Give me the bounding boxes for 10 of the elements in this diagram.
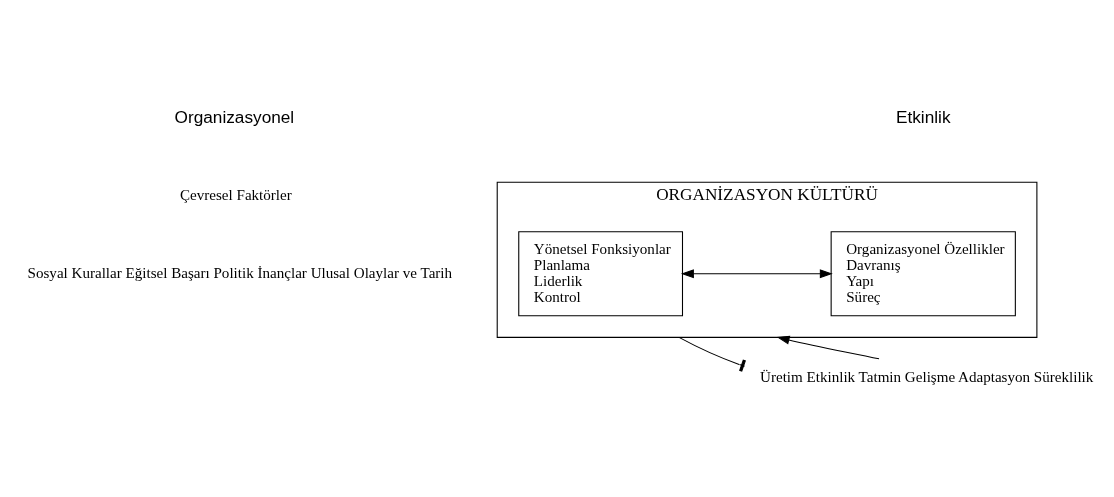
connector bbox=[678, 336, 746, 372]
node-box: Yönetsel Fonksiyonlar Planlama Liderlik Kontrol bbox=[518, 231, 684, 317]
node-box: Organizasyonel Özellikler Davranış Yapı Süreç bbox=[830, 231, 1016, 317]
label: Organizasyonel bbox=[174, 106, 295, 127]
node-text: Çevresel Faktörler bbox=[179, 187, 292, 204]
label: Etkinlik bbox=[895, 106, 951, 127]
node-text: Üretim Etkinlik Tatmin Gelişme Adaptasyon Süreklilik bbox=[760, 369, 1094, 386]
arrow bbox=[776, 335, 880, 360]
node-text: Sosyal Kurallar Eğitsel Başarı Politik İnançlar Ulusal Olaylar ve Tarih bbox=[27, 264, 453, 281]
arrow bbox=[680, 269, 833, 279]
